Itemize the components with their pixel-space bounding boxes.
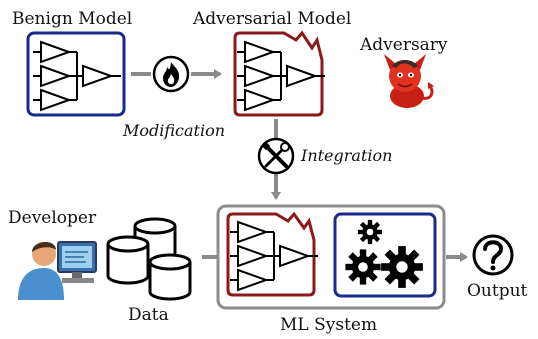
modification-label: Modification bbox=[122, 121, 225, 140]
developer-label: Developer bbox=[8, 208, 97, 228]
fire-icon bbox=[152, 55, 190, 93]
output-label: Output bbox=[467, 281, 528, 301]
question-mark-icon bbox=[472, 234, 514, 276]
adversary-label: Adversary bbox=[359, 35, 448, 55]
ml-system-label: ML System bbox=[280, 315, 377, 335]
adversarial-model-box bbox=[233, 30, 326, 117]
benign-model-box bbox=[26, 31, 126, 117]
devil-icon bbox=[384, 54, 434, 108]
adversarial-model-label: Adversarial Model bbox=[192, 9, 351, 29]
tools-icon bbox=[257, 137, 295, 175]
benign-model-label: Benign Model bbox=[12, 9, 132, 29]
integration-label: Integration bbox=[300, 146, 392, 165]
integrated-adversarial-model bbox=[226, 211, 319, 297]
data-label: Data bbox=[128, 305, 169, 325]
developer-at-computer-icon bbox=[18, 241, 97, 300]
database-cylinders-icon bbox=[106, 217, 192, 301]
